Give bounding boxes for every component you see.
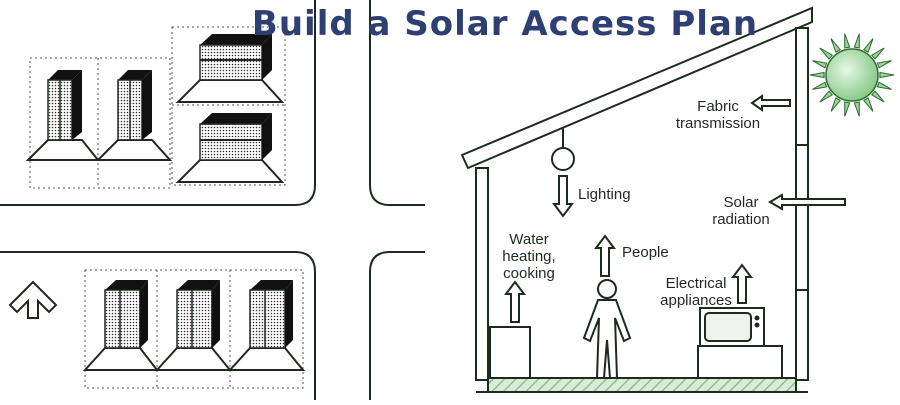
label-water-heating: Water heating, cooking: [494, 231, 564, 282]
television-icon: [697, 307, 783, 379]
arrow-water: [504, 280, 526, 323]
building-icon: [154, 280, 233, 371]
building-icon: [227, 280, 306, 371]
page-title: Build a Solar Access Plan: [251, 4, 759, 44]
arrow-fabric: [750, 94, 791, 112]
street-map: [0, 0, 425, 400]
person-icon: [582, 279, 632, 379]
label-line: Solar: [723, 194, 759, 211]
label-solar-radiation: Solar radiation: [706, 194, 776, 228]
arrow-people: [594, 234, 616, 277]
label-line: Fabric: [697, 98, 739, 115]
lot-group-bottom: [82, 269, 306, 389]
building-icon: [95, 70, 173, 161]
lot-group-top: [25, 26, 286, 189]
label-line: transmission: [675, 115, 761, 132]
building-icon: [175, 34, 285, 103]
arrow-electrical: [731, 263, 753, 304]
arrow-solar: [768, 193, 846, 211]
label-lighting: Lighting: [578, 186, 631, 203]
label-line: heating,: [502, 248, 556, 265]
arrow-lighting: [552, 175, 574, 218]
label-line: Water: [509, 231, 549, 248]
building-icon: [25, 70, 101, 161]
north-arrow-icon: [8, 280, 58, 319]
water-heater-box: [489, 326, 531, 379]
building-icon: [82, 280, 160, 371]
label-electrical-appliances: Electrical appliances: [651, 275, 741, 309]
label-line: appliances: [660, 292, 732, 309]
sun-icon: [809, 33, 895, 117]
label-fabric-transmission: Fabric transmission: [668, 98, 768, 132]
label-line: radiation: [712, 211, 770, 228]
light-bulb-icon: [551, 128, 575, 171]
label-line: cooking: [503, 265, 555, 282]
building-icon: [175, 113, 285, 183]
label-people: People: [622, 244, 669, 261]
label-line: Electrical: [665, 275, 727, 292]
